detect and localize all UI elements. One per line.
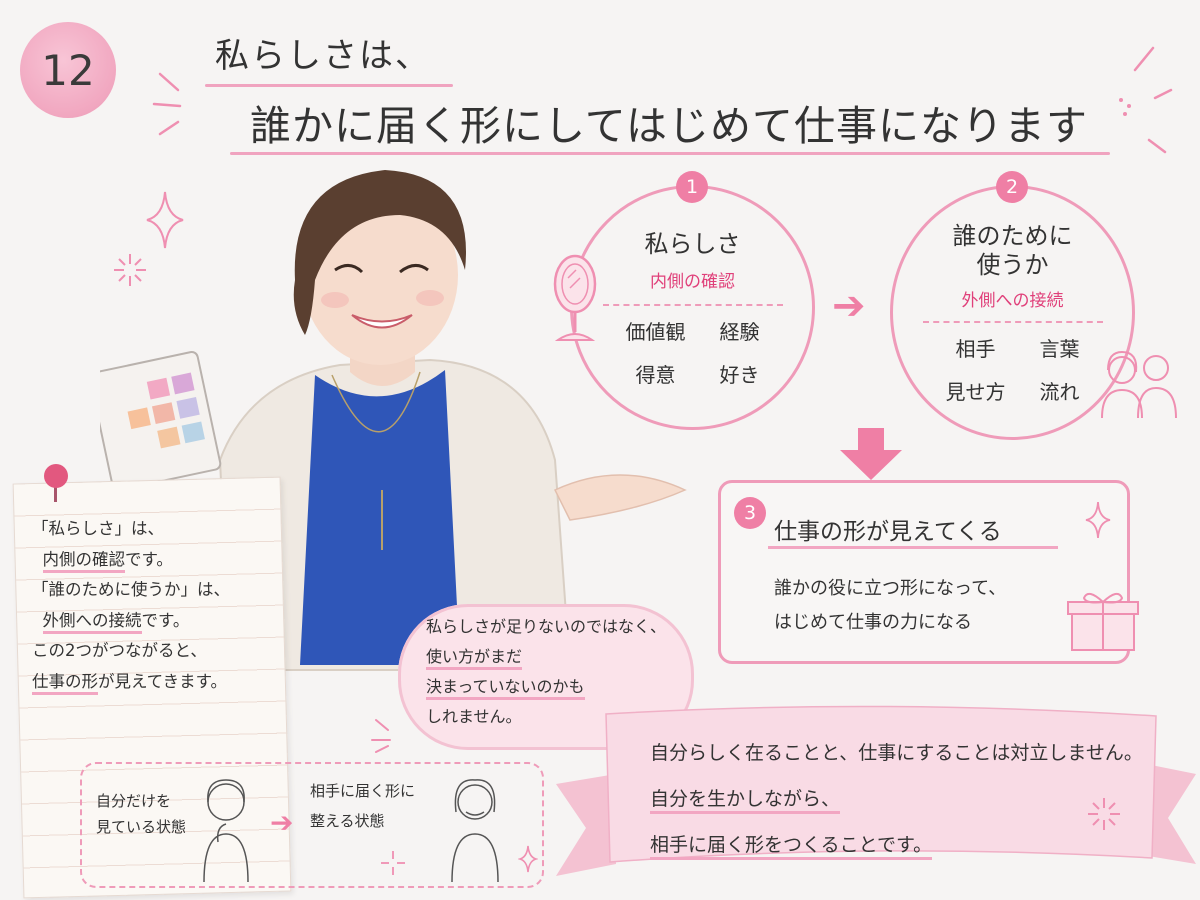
- burst-icon: [114, 254, 146, 286]
- circle-subheading: 内側の確認: [650, 271, 735, 292]
- state-left-label: 自分だけを 見ている状態: [96, 788, 186, 840]
- result-title: 仕事の形が見えてくる: [774, 519, 1002, 545]
- memo-highlight: 内側の確認: [42, 549, 125, 573]
- burst-icon: [381, 851, 405, 875]
- grid-item: 相手: [955, 336, 996, 361]
- thinking-woman-icon: [203, 779, 249, 883]
- cloud-line: 使い方がまだ: [426, 642, 666, 672]
- ribbon-line: 自分を生かしながら、: [650, 776, 1143, 822]
- memo-line: 「私らしさ」は、: [32, 519, 164, 538]
- accent-lines-icon: [152, 72, 182, 136]
- memo-text: 「私らしさ」は、 内側の確認です。 「誰のために使うか」は、 外側への接続です。…: [32, 514, 287, 697]
- arrow-down-icon: [840, 428, 902, 480]
- ribbon-text: 自分らしく在ることと、仕事にすることは対立しません。 自分を生かしながら、 相手…: [650, 730, 1143, 868]
- ribbon-highlight: 自分を生かしながら、: [650, 788, 841, 814]
- cloud-line: 私らしさが足りないのではなく、: [426, 617, 667, 636]
- cloud-line: しれません。: [426, 707, 522, 726]
- title-line-2: 誰かに届く形にしてはじめて仕事になります: [250, 102, 1088, 150]
- sparkle-icon: [518, 845, 538, 873]
- grid-item: 言葉: [1039, 336, 1080, 361]
- mirror-icon: [553, 254, 597, 341]
- grid-item: 好き: [719, 362, 760, 387]
- step-number-badge: 3: [734, 497, 766, 529]
- sparkle-icon: [146, 191, 184, 249]
- memo-highlight: 仕事の形: [32, 671, 98, 695]
- ribbon-highlight: 相手に届く形をつくることです。: [650, 834, 933, 860]
- step-number-badge: 1: [676, 171, 708, 203]
- cloud-highlight: 使い方がまだ: [426, 647, 523, 670]
- grid-item: 価値観: [625, 319, 686, 344]
- grid-item: 見せ方: [945, 379, 1006, 404]
- sparkle-icon: [1085, 501, 1111, 539]
- result-title-underline: [768, 546, 1058, 549]
- circle-subheading: 外側への接続: [961, 290, 1064, 311]
- memo-line: 内側の確認です。: [32, 545, 287, 576]
- result-line-1: 誰かの役に立つ形になって、: [774, 578, 1007, 599]
- state-comparison-box: [80, 762, 544, 888]
- title-line-1: 私らしさは、: [215, 36, 431, 76]
- result-body: 誰かの役に立つ形になって、 はじめて仕事の力になる: [774, 572, 1006, 640]
- result-line-2: はじめて仕事の力になる: [774, 612, 972, 633]
- burst-icon: [1088, 798, 1120, 830]
- memo-highlight: 外側への接続: [42, 610, 142, 634]
- ribbon-line: 自分らしく在ることと、仕事にすることは対立しません。: [650, 742, 1143, 764]
- arrow-right-icon: ➔: [832, 283, 866, 329]
- memo-line: この2つがつながると、: [32, 641, 207, 660]
- cloud-line: 決まっていないのかも: [426, 672, 666, 702]
- accent-lines-icon: [1119, 46, 1173, 154]
- inner-check-circle: 私らしさ 内側の確認 価値観 経験 得意 好き: [570, 185, 815, 430]
- arrow-right-icon: ➔: [270, 806, 294, 839]
- circle-heading: 私らしさ: [644, 230, 741, 258]
- state-line: 相手に届く形に: [310, 782, 416, 800]
- ribbon-line: 相手に届く形をつくることです。: [650, 822, 1143, 868]
- cloud-highlight: 決まっていないのかも: [426, 677, 585, 700]
- accent-lines-icon: [371, 719, 391, 753]
- state-right-label: 相手に届く形に 整える状態: [310, 776, 415, 836]
- memo-line: 外側への接続です。: [32, 606, 287, 637]
- smiling-woman-icon: [451, 779, 499, 883]
- two-people-icon: [1101, 350, 1177, 419]
- dashed-divider: [602, 303, 783, 306]
- grid-item: 経験: [719, 319, 760, 344]
- grid-item: 流れ: [1039, 379, 1080, 404]
- result-card: [718, 480, 1130, 664]
- outer-connection-circle: 誰のために 使うか 外側への接続 相手 言葉 見せ方 流れ: [890, 185, 1135, 440]
- gift-box-icon: [1067, 592, 1139, 651]
- cloud-text: 私らしさが足りないのではなく、 使い方がまだ 決まっていないのかも しれません。: [426, 612, 666, 732]
- circle-heading-line-1: 誰のために: [952, 222, 1073, 250]
- circle-heading-line-2: 使うか: [976, 250, 1049, 279]
- ribbon-banner: [556, 705, 1196, 876]
- values-grid: 価値観 経験 得意 好き: [626, 316, 760, 388]
- memo-line: 仕事の形が見えてきます。: [32, 667, 287, 698]
- title-underline: [230, 152, 1110, 155]
- dashed-divider: [922, 320, 1103, 323]
- pin-stem: [54, 484, 57, 502]
- pushpin-icon: [44, 464, 68, 488]
- step-number: 12: [41, 45, 95, 95]
- memo-line-tail: です。: [141, 610, 190, 630]
- state-line: 見ている状態: [96, 818, 187, 836]
- memo-line-tail: が見えてきます。: [98, 671, 228, 691]
- means-grid: 相手 言葉 見せ方 流れ: [946, 333, 1080, 405]
- memo-line-tail: です。: [125, 549, 173, 569]
- state-line: 整える状態: [310, 812, 385, 830]
- state-line: 自分だけを: [96, 792, 172, 810]
- grid-item: 得意: [635, 362, 676, 387]
- memo-line: 「誰のために使うか」は、: [32, 580, 230, 599]
- step-badge: 12: [20, 22, 116, 118]
- woman-illustration: [100, 170, 687, 671]
- step-number-badge: 2: [996, 171, 1028, 203]
- title-underline: [205, 84, 453, 87]
